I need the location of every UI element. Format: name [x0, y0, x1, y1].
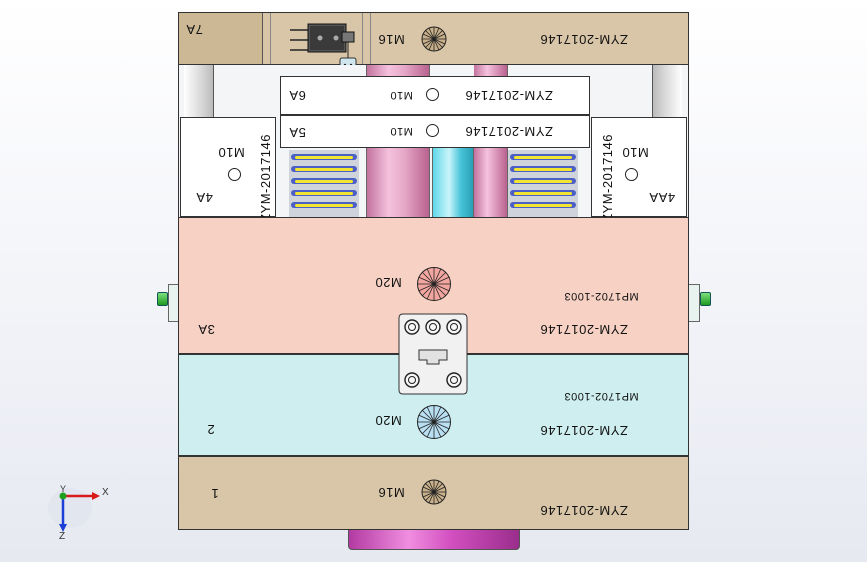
bottom-stem	[348, 528, 520, 550]
block-4aa-hole	[625, 168, 638, 181]
plate-5a-label: 5A	[289, 125, 306, 140]
triad-z-label: Z	[59, 531, 66, 542]
plate-7a-pocket	[179, 13, 263, 64]
coordinate-triad: X Y Z	[48, 484, 120, 544]
plate-7a-label: 7A	[186, 22, 203, 37]
plate-2-part-label: ZYM-2017146	[540, 423, 628, 438]
plate-5a-hole	[426, 124, 439, 137]
plate-6a-label: 6A	[289, 88, 306, 103]
plate-7a-slot	[263, 13, 271, 64]
plate-6a-hole	[426, 88, 439, 101]
block-4a-label: 4A	[196, 190, 213, 205]
block-4aa-label: 4AA	[649, 190, 676, 205]
plate-3a-label: 3A	[198, 322, 215, 337]
block-4aa-bolt-label: M10	[622, 145, 649, 160]
left-rail	[184, 65, 214, 117]
triad-y-label: Y	[60, 484, 67, 494]
bolt-head-icon	[417, 267, 451, 301]
plate-6a-part-label: ZYM-2017146	[465, 88, 553, 103]
block-4a-hole	[228, 168, 241, 181]
right-stud-green	[700, 292, 711, 306]
spring-icon	[289, 150, 359, 218]
left-stud-green	[157, 292, 168, 306]
right-stud-block	[688, 284, 700, 322]
pillar-center	[432, 148, 474, 217]
plate-1-bolt-label: M16	[378, 485, 405, 500]
block-4aa[interactable]	[591, 117, 687, 217]
block-4a[interactable]	[180, 117, 276, 217]
plate-2-bolt-label: M20	[375, 413, 402, 428]
triad-x-label: X	[102, 487, 109, 498]
plate-2-label: 2	[207, 422, 215, 437]
plate-3a-code-label: MP1702-1003	[564, 290, 639, 302]
plate-5a-part-label: ZYM-2017146	[465, 124, 553, 139]
clamp-block[interactable]	[398, 313, 468, 395]
plate-1-part-label: ZYM-2017146	[540, 503, 628, 518]
spring-icon	[508, 150, 578, 218]
plate-3a-part-label: ZYM-2017146	[540, 322, 628, 337]
plate-5a-bolt-label: M10	[390, 125, 413, 137]
plate-2-code-label: MP1702-1003	[564, 390, 639, 402]
coordinate-triad-icon	[48, 488, 100, 532]
bolt-head-icon	[421, 479, 447, 505]
block-4aa-part-label: ZYM-2017146	[600, 134, 615, 222]
right-rail	[652, 65, 682, 117]
block-4a-bolt-label: M10	[218, 145, 245, 160]
plate-1-label: 1	[211, 486, 219, 501]
plate-3a-bolt-label: M20	[375, 275, 402, 290]
bolt-head-icon	[417, 405, 451, 439]
block-4a-part-label: ZYM-2017146	[258, 134, 273, 222]
plate-7a-bolt-label: M16	[378, 32, 405, 47]
plate-7a-part-label: ZYM-2017146	[540, 32, 628, 47]
bolt-head-icon	[421, 26, 447, 52]
plate-6a-bolt-label: M10	[390, 89, 413, 101]
plate-7a-slot-2	[362, 13, 371, 64]
